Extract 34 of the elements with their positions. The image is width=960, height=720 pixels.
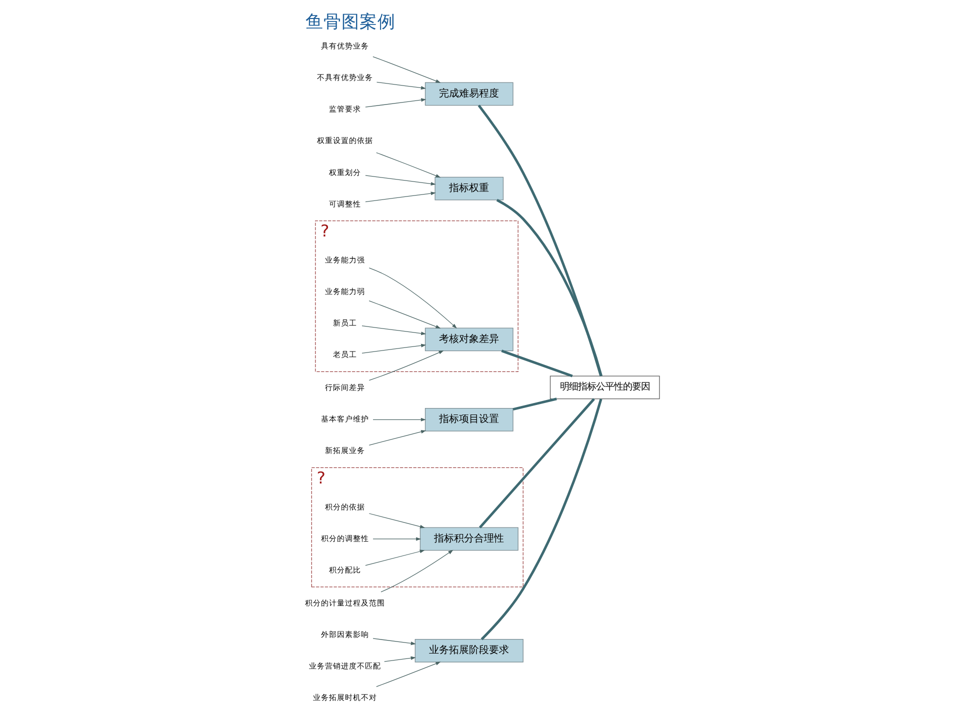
node-box: 指标项目设置 xyxy=(424,408,513,432)
connector xyxy=(500,350,572,378)
node-box: 明细指标公平性的要因 xyxy=(549,376,660,400)
node-box: 业务拓展阶段要求 xyxy=(414,639,523,662)
arrow xyxy=(376,662,440,687)
arrow xyxy=(384,656,416,662)
arrow xyxy=(372,418,426,422)
diagram-title: 鱼骨图案例 xyxy=(304,12,395,32)
arrow xyxy=(368,300,440,328)
arrow xyxy=(372,638,416,646)
connector xyxy=(480,398,602,640)
arrow xyxy=(364,175,436,186)
node-box: 完成难易程度 xyxy=(424,82,513,106)
arrow xyxy=(372,56,440,83)
arrow xyxy=(364,550,424,566)
arrow xyxy=(376,152,440,178)
arrow xyxy=(368,350,444,381)
arrow xyxy=(364,98,426,108)
arrow xyxy=(368,268,456,329)
node-box: 考核对象差异 xyxy=(424,328,513,352)
arrow xyxy=(380,550,453,592)
connector xyxy=(477,104,602,376)
arrow xyxy=(372,537,421,541)
arrow xyxy=(376,82,426,90)
arrow xyxy=(364,192,436,202)
arrow xyxy=(368,513,425,528)
arrow xyxy=(368,430,426,446)
node-box: 指标权重 xyxy=(434,176,504,200)
arrow xyxy=(361,326,426,336)
arrow xyxy=(361,344,426,354)
connector xyxy=(478,398,594,528)
connector xyxy=(496,198,602,376)
connector xyxy=(512,398,556,411)
node-box: 指标积分合理性 xyxy=(419,527,518,551)
